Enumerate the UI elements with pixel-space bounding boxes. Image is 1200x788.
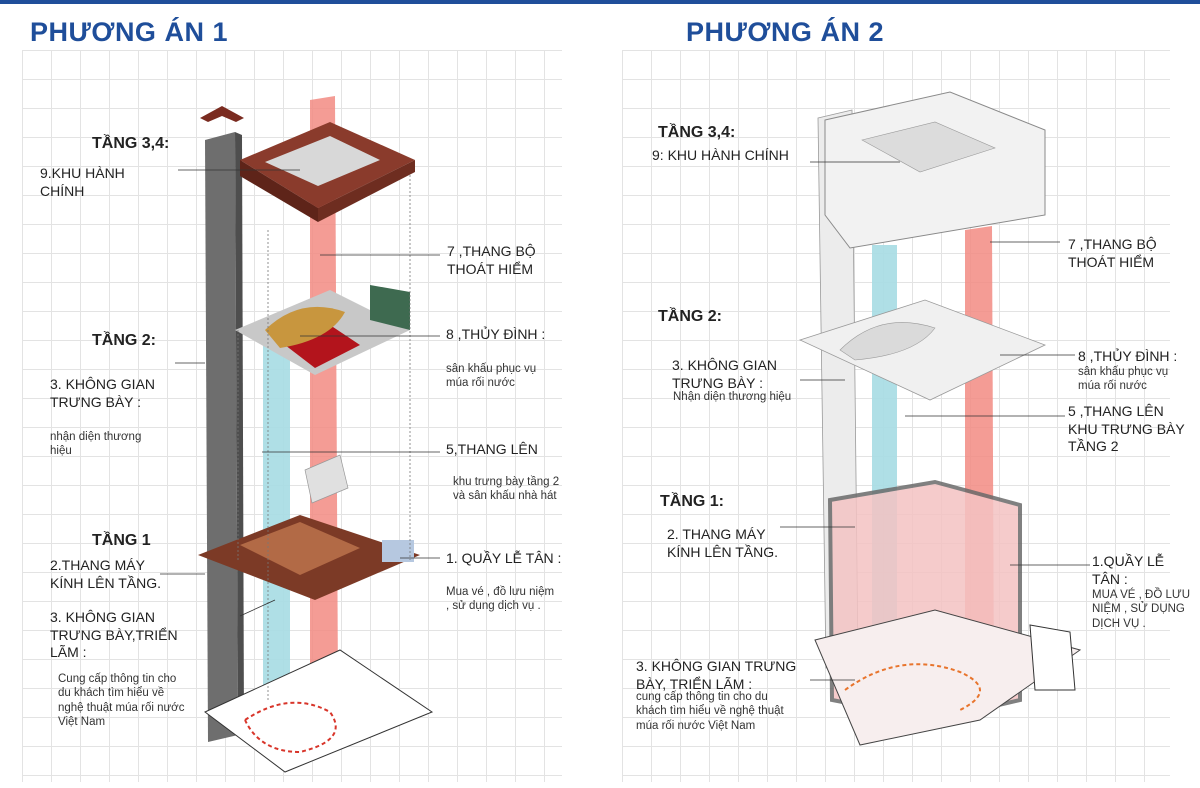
plan1-floor34-edge2 bbox=[318, 160, 415, 222]
plan1-display-space-desc: nhận diện thương hiệu bbox=[50, 431, 142, 458]
plan2-reception-label: 1.QUẦY LỄ TÂN : bbox=[1092, 553, 1165, 587]
plan2-emergency-stair-label: 7 ,THANG BỘ THOÁT HIỂM bbox=[1068, 236, 1157, 270]
plan2-floor2-label: TẦNG 2: bbox=[658, 308, 722, 325]
plan2-ground-plan bbox=[814, 609, 1082, 746]
plan1-glass-lift-label: 2.THANG MÁY KÍNH LÊN TẦNG. bbox=[50, 557, 161, 591]
plan1-floor2-label: TẦNG 2: bbox=[92, 332, 156, 349]
plan2-circulation-route bbox=[844, 663, 981, 711]
plan1-pagoda-roof-icon bbox=[200, 106, 244, 122]
plan1-reception-desc: Mua vé , đồ lưu niệm , sử dụng dịch vụ . bbox=[446, 586, 555, 613]
plan1-building bbox=[160, 96, 440, 773]
plan2-glass-lift-label: 2. THANG MÁY KÍNH LÊN TẦNG. bbox=[667, 526, 778, 560]
plan1-water-pavilion-label: 8 ,THỦY ĐÌNH : bbox=[446, 326, 546, 342]
plan2-floor34-hall bbox=[861, 121, 996, 173]
plan1-stair-flight bbox=[304, 454, 349, 504]
plan1-floor34-label: TẦNG 3,4: bbox=[92, 135, 170, 152]
plan2-title: PHƯƠNG ÁN 2 bbox=[686, 17, 884, 47]
plan1-reception-label: 1. QUẦY LỄ TÂN : bbox=[446, 550, 562, 566]
plan2-exhibition-desc: cung cấp thông tin cho du khách tìm hiểu… bbox=[636, 691, 784, 732]
plan1-floor1-label: TẦNG 1 bbox=[92, 532, 151, 549]
plan2-display-space-desc: Nhận diện thương hiệu bbox=[673, 391, 792, 403]
plan1-circulation-route bbox=[244, 701, 337, 754]
plan1-stair-up-desc: khu trưng bày tầng 2 và sân khấu nhà hát bbox=[453, 476, 560, 503]
plan1-exhibition-label: 3. KHÔNG GIAN TRƯNG BÀY,TRIỂN LÃM : bbox=[50, 609, 178, 660]
plan1-water-pavilion-desc: sân khấu phục vụ múa rối nước bbox=[446, 363, 537, 390]
plan2-stair-up-label: 5 ,THANG LÊN KHU TRƯNG BÀY TẦNG 2 bbox=[1068, 403, 1185, 454]
plan2-floor34-box bbox=[824, 91, 1046, 249]
plan2-floor2-slab bbox=[798, 299, 1047, 401]
plan1-stair-up-label: 5,THANG LÊN bbox=[446, 441, 538, 457]
plan2-reception-desc: MUA VÉ , ĐỒ LƯU NIỆM , SỬ DỤNG DỊCH VỤ . bbox=[1092, 589, 1191, 630]
plan2-water-pavilion-label: 8 ,THỦY ĐÌNH : bbox=[1078, 348, 1178, 364]
plan2-floor1-label: TẦNG 1: bbox=[660, 493, 724, 510]
plan1-lift-column bbox=[263, 330, 290, 700]
plan1-ground-plan bbox=[204, 649, 434, 773]
plan1-floor1-counter bbox=[382, 540, 414, 562]
plan1-floor34-hall bbox=[265, 136, 380, 186]
plan1-emergency-stair-label: 7 ,THANG BỘ THOÁT HIỂM bbox=[447, 243, 536, 277]
top-accent-bar bbox=[0, 0, 1200, 4]
plan1-floor1-exhibit bbox=[240, 522, 360, 575]
plan1-display-space-label: 3. KHÔNG GIAN TRƯNG BÀY : bbox=[50, 376, 156, 410]
plan2-exhibition-label: 3. KHÔNG GIAN TRƯNG BÀY, TRIỂN LÃM : bbox=[636, 658, 797, 692]
plan1-elevator-core bbox=[205, 132, 238, 742]
plan1-water-pavilion-roof bbox=[265, 306, 345, 348]
plan2-water-pavilion-desc: sân khấu phục vụ múa rối nước bbox=[1078, 366, 1169, 393]
plan1-floor2-wall bbox=[370, 285, 410, 330]
plan1-exhibition-desc: Cung cấp thông tin cho du khách tìm hiểu… bbox=[58, 673, 185, 729]
plan2-building bbox=[780, 91, 1090, 746]
plan1-elevator-core-side bbox=[235, 132, 244, 735]
plan2-admin-label: 9: KHU HÀNH CHÍNH bbox=[652, 147, 789, 163]
plan1-floor34-edge bbox=[240, 160, 318, 222]
plan1-title: PHƯƠNG ÁN 1 bbox=[30, 17, 228, 47]
plan2-pavilion-roof bbox=[839, 322, 936, 361]
plan2-floor34-label: TẦNG 3,4: bbox=[658, 124, 736, 141]
plan2-display-space-label: 3. KHÔNG GIAN TRƯNG BÀY : bbox=[672, 357, 778, 391]
plan1-admin-label: 9.KHU HÀNH CHÍNH bbox=[40, 165, 125, 199]
plan2-ground-entry bbox=[1029, 624, 1076, 691]
